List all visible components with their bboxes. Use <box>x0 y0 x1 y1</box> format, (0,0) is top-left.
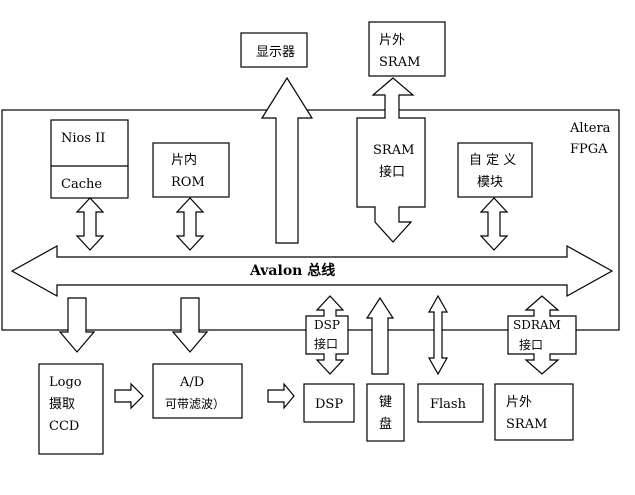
nios-line2: Cache <box>61 177 102 192</box>
sdram-interface-line1: SDRAM <box>513 318 561 332</box>
custom-module-line2: 模块 <box>477 175 503 190</box>
logo-to-ad-arrow <box>114 382 144 410</box>
dsp-box <box>303 383 355 423</box>
logo-down-arrow <box>58 297 96 353</box>
sram-interface-line1: SRAM <box>373 143 414 158</box>
ad-filter-box <box>152 363 243 419</box>
fpga-label-line2: FPGA <box>570 142 608 157</box>
sram-external-top-line2: SRAM <box>379 55 420 70</box>
keyboard-box <box>366 383 405 442</box>
display-up-arrow <box>260 76 314 244</box>
sram-double-arrow <box>356 77 426 243</box>
logo-ccd-box <box>38 363 104 455</box>
ad-down-arrow <box>171 297 209 353</box>
rom-box <box>152 142 230 198</box>
sram-external-bottom-box <box>494 383 574 441</box>
custom-bus-arrow <box>479 197 509 251</box>
custom-module-box <box>457 142 533 198</box>
dsp-interface-line1: DSP <box>314 318 340 332</box>
rom-bus-arrow <box>175 197 205 251</box>
nios-box <box>50 119 129 199</box>
sram-external-bottom-line2: SRAM <box>506 417 547 432</box>
flash-box <box>417 383 484 423</box>
avalon-bus-label: Avalon 总线 <box>249 262 335 279</box>
keyboard-line1: 键 <box>379 395 392 410</box>
ad-to-dsp-arrow <box>267 382 295 410</box>
display-box <box>240 32 308 68</box>
ad-filter-line1: A/D <box>179 375 204 390</box>
logo-ccd-line3: CCD <box>49 419 79 434</box>
fpga-label-line1: Altera <box>569 121 611 136</box>
sdram-interface-arrow <box>507 295 577 375</box>
custom-module-line1: 自 定 义 <box>469 153 516 168</box>
keyboard-up-arrow <box>365 296 395 375</box>
sram-external-top-box <box>368 21 446 77</box>
logo-ccd-line1: Logo <box>49 375 82 390</box>
sdram-interface-line2: 接口 <box>519 337 543 352</box>
display-label: 显示器 <box>256 45 295 60</box>
sram-external-bottom-line1: 片外 <box>506 395 532 410</box>
dsp-interface-line2: 接口 <box>314 336 338 351</box>
dsp-interface-arrow <box>305 295 349 375</box>
rom-line1: 片内 <box>171 152 197 168</box>
logo-ccd-line2: 摄取 <box>49 397 75 412</box>
sram-interface-line2: 接口 <box>379 164 405 180</box>
keyboard-line2: 盘 <box>379 416 392 432</box>
dsp-label: DSP <box>315 397 343 412</box>
flash-label: Flash <box>430 397 467 412</box>
flash-double-arrow <box>427 294 449 376</box>
ad-filter-line2: 可带滤波） <box>165 397 225 411</box>
nios-bus-arrow <box>75 197 105 251</box>
sram-external-top-line1: 片外 <box>379 33 405 48</box>
nios-line1: Nios II <box>61 131 105 146</box>
rom-line2: ROM <box>171 175 205 190</box>
avalon-bus-arrow <box>10 244 614 298</box>
